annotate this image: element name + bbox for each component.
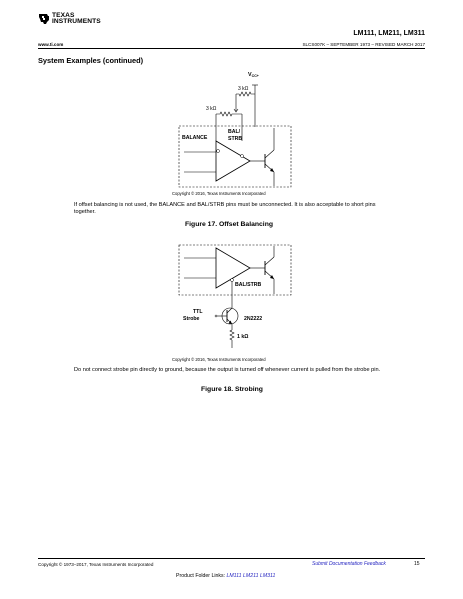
logo-text-texas: TEXAS <box>52 12 75 19</box>
logo-text-instruments: INSTRUMENTS <box>52 18 101 25</box>
balance-pin <box>216 149 220 153</box>
figure-18-strobing-schematic: BAL/STRB TTL Strobe 2N2222 1 kΩ <box>178 244 292 348</box>
package-outline <box>178 244 292 296</box>
paragraph-strobing: Do not connect strobe pin directly to gr… <box>74 367 381 373</box>
vcc-label: VCC+ <box>248 72 259 78</box>
balance-label: BALANCE <box>182 135 208 141</box>
figure-17-offset-balancing-schematic: VCC+ 3 kΩ 3 kΩ BALANCE BAL/ STRB <box>178 72 292 188</box>
part-numbers: LM111, LM211, LM311 <box>353 30 425 37</box>
resistor-1-label: 3 kΩ <box>238 86 249 92</box>
footer-rule <box>38 558 425 559</box>
section-title: System Examples (continued) <box>38 56 144 65</box>
strobe-label: Strobe <box>183 316 200 322</box>
page-number: 15 <box>414 561 420 567</box>
ti-logo-icon <box>39 14 49 24</box>
link-lm311[interactable]: LM311 <box>259 573 276 579</box>
figure-18-copyright: Copyright © 2016, Texas Instruments Inco… <box>172 357 266 362</box>
pot-wiper-arrow <box>233 108 239 113</box>
resistor-label: 1 kΩ <box>237 334 248 340</box>
header-rule <box>38 48 425 49</box>
resistor-3k-top <box>236 91 255 97</box>
transistor-emitter-arrow <box>228 320 232 324</box>
product-folder-links: Product Folder Links: LM111 LM211 LM311 <box>176 573 275 579</box>
figure-17-copyright: Copyright © 2016, Texas Instruments Inco… <box>172 191 266 196</box>
comparator-symbol <box>215 247 251 289</box>
comparator-symbol <box>215 140 251 182</box>
transistor-collector <box>226 307 233 314</box>
submit-feedback-link[interactable]: Submit Documentation Feedback <box>312 561 386 567</box>
figure-18-caption: Figure 18. Strobing <box>201 386 263 393</box>
package-outline <box>178 125 292 188</box>
document-code: SLCS007K – SEPTEMBER 1973 – REVISED MARC… <box>302 42 425 47</box>
bal-strb-pin <box>240 154 244 158</box>
resistor-1k <box>229 329 235 341</box>
collector <box>264 149 275 159</box>
potentiometer-3k <box>216 111 242 117</box>
ttl-label: TTL <box>193 309 203 315</box>
collector <box>264 256 275 266</box>
link-lm211[interactable]: LM211 <box>243 573 259 579</box>
strobe-pin <box>230 278 234 282</box>
bal-strb-label-1: BAL/ <box>228 129 241 135</box>
footer-copyright: Copyright © 1973–2017, Texas Instruments… <box>38 562 154 567</box>
ttl-input-terminal <box>214 314 218 318</box>
paragraph-offset-balancing: If offset balancing is not used, the BAL… <box>74 202 376 215</box>
figure-17-caption: Figure 17. Offset Balancing <box>185 221 274 228</box>
resistor-2-label: 3 kΩ <box>206 106 217 112</box>
emitter-arrow <box>270 275 274 279</box>
bal-strb-label: BAL/STRB <box>235 282 261 288</box>
website-link[interactable]: www.ti.com <box>38 42 64 47</box>
emitter-arrow <box>270 168 274 172</box>
transistor-label: 2N2222 <box>244 316 262 322</box>
link-lm111[interactable]: LM111 <box>226 573 242 579</box>
product-folder-links-label: Product Folder Links: <box>176 573 226 579</box>
bal-strb-label-2: STRB <box>228 136 242 142</box>
